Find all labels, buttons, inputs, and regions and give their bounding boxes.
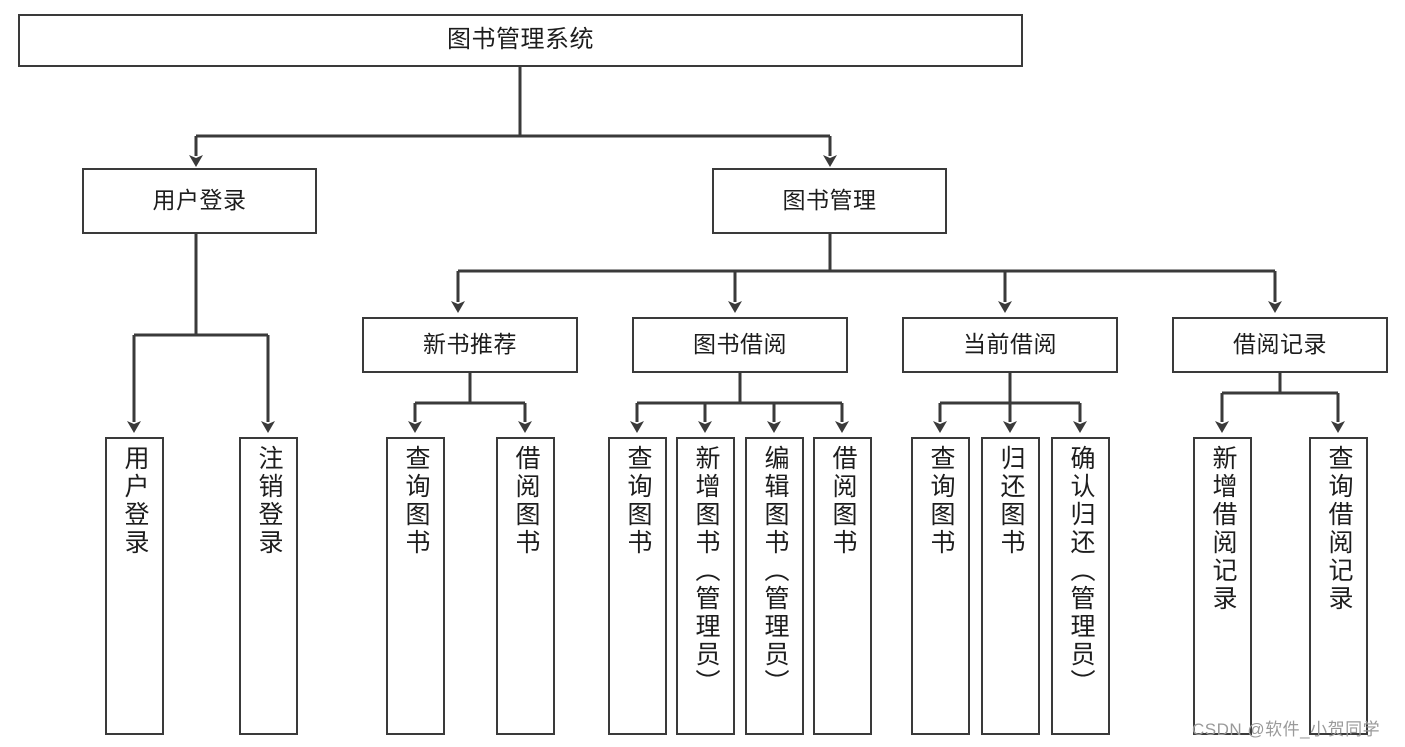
node-label: 归还图书: [997, 445, 1025, 557]
node-book-management[interactable]: 图书管理: [712, 168, 947, 234]
node-label: 编辑图书（管理员）: [761, 445, 789, 697]
node-label: 借阅记录: [1233, 331, 1327, 358]
node-root-system[interactable]: 图书管理系统: [18, 14, 1023, 67]
node-label: 新增借阅记录: [1209, 445, 1237, 613]
node-current-borrow[interactable]: 当前借阅: [902, 317, 1118, 373]
leaf-borrow-edit-book[interactable]: 编辑图书（管理员）: [745, 437, 804, 735]
node-label: 借阅图书: [512, 445, 540, 557]
node-label: 新增图书（管理员）: [692, 445, 720, 697]
node-label: 新书推荐: [423, 331, 517, 358]
leaf-borrow-add-book[interactable]: 新增图书（管理员）: [676, 437, 735, 735]
leaf-current-return-book[interactable]: 归还图书: [981, 437, 1040, 735]
node-label: 查询图书: [624, 445, 652, 557]
leaf-user-login-login[interactable]: 用户登录: [105, 437, 164, 735]
leaf-borrow-borrow-book[interactable]: 借阅图书: [813, 437, 872, 735]
node-label: 确认归还（管理员）: [1067, 445, 1095, 697]
node-label: 查询借阅记录: [1325, 445, 1353, 613]
node-label: 当前借阅: [963, 331, 1057, 358]
leaf-recommend-borrow-book[interactable]: 借阅图书: [496, 437, 555, 735]
node-label: 查询图书: [927, 445, 955, 557]
leaf-current-query-book[interactable]: 查询图书: [911, 437, 970, 735]
node-book-borrow[interactable]: 图书借阅: [632, 317, 848, 373]
node-new-book-recommend[interactable]: 新书推荐: [362, 317, 578, 373]
node-label: 图书借阅: [693, 331, 787, 358]
node-borrow-record[interactable]: 借阅记录: [1172, 317, 1388, 373]
leaf-record-add-record[interactable]: 新增借阅记录: [1193, 437, 1252, 735]
node-label: 图书管理: [782, 187, 877, 214]
node-user-login[interactable]: 用户登录: [82, 168, 317, 234]
csdn-watermark: CSDN @软件_小贺同学: [1192, 720, 1381, 739]
node-label: 查询图书: [402, 445, 430, 557]
leaf-user-login-logout[interactable]: 注销登录: [239, 437, 298, 735]
node-label: 用户登录: [152, 187, 247, 214]
leaf-record-query-record[interactable]: 查询借阅记录: [1309, 437, 1368, 735]
leaf-borrow-query-book[interactable]: 查询图书: [608, 437, 667, 735]
leaf-current-confirm-return[interactable]: 确认归还（管理员）: [1051, 437, 1110, 735]
leaf-recommend-query-book[interactable]: 查询图书: [386, 437, 445, 735]
node-label: 借阅图书: [829, 445, 857, 557]
node-label: 用户登录: [121, 445, 149, 557]
node-label: 注销登录: [255, 445, 283, 557]
node-label: 图书管理系统: [447, 26, 594, 54]
